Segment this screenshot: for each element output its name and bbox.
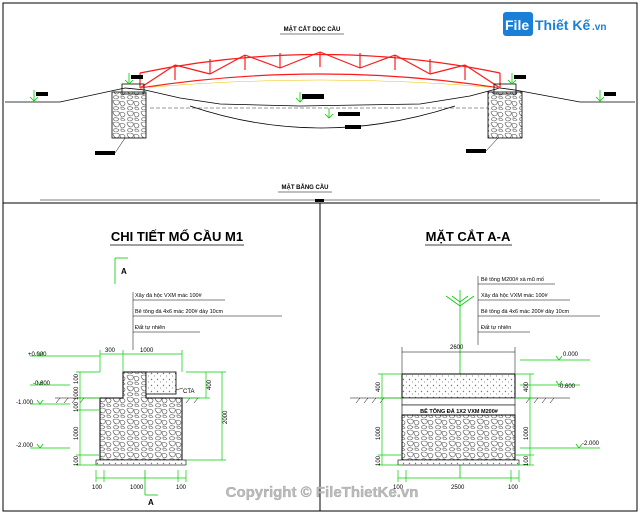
dim-right-1: 2000 xyxy=(223,410,229,424)
dim-r-right-0: 400 xyxy=(524,381,530,392)
dim-right-0: 400 xyxy=(207,379,213,390)
level-1: -0.600 xyxy=(33,381,51,387)
dim-top-width: 2600 xyxy=(450,345,464,351)
left-abutment xyxy=(111,91,147,139)
cap-section xyxy=(401,373,516,399)
note-concrete-r: Bê tông đá 4x6 mác 200# dày 10cm xyxy=(481,309,569,315)
dim-left-2: 100 xyxy=(74,401,80,412)
truss-arch xyxy=(139,51,501,89)
dim-r-bottom-0: 100 xyxy=(393,485,404,491)
right-abutment xyxy=(487,91,523,139)
dim-top-1: 1000 xyxy=(140,348,154,354)
cap-beam xyxy=(145,371,177,395)
note-soil-r: Đất tự nhiên xyxy=(481,325,511,331)
level-r-0: 0.000 xyxy=(563,352,579,358)
dim-r-bottom-1: 2500 xyxy=(451,485,465,491)
cta-label: CTA xyxy=(183,389,195,395)
level-2: -1.000 xyxy=(16,400,34,406)
note-soil: Đất tự nhiên xyxy=(135,325,165,331)
section-mark-top: A xyxy=(121,267,127,276)
dim-bottom-0: 100 xyxy=(92,485,103,491)
level-3: -2.000 xyxy=(16,443,34,449)
abutment-detail: CHI TIẾT MỐ CẦU M1 A A Xây đá hộc VXM má… xyxy=(16,229,282,507)
logo-tld: .vn xyxy=(592,22,606,33)
dim-left-4: 100 xyxy=(74,455,80,466)
dim-bottom-1: 1000 xyxy=(130,485,144,491)
dim-r-left-2: 100 xyxy=(376,455,382,466)
section-title: MẶT CẮT A-A xyxy=(426,229,511,244)
note-cap: Bê tông M200# xà mũ mố xyxy=(481,277,544,283)
dim-bottom-2: 100 xyxy=(176,485,187,491)
note-masonry-r: Xây đá hộc VXM mác 100# xyxy=(481,293,549,299)
dim-r-left-1: 1000 xyxy=(376,426,382,440)
longitudinal-section: MẶT CẮT DỌC CẦU xyxy=(5,25,635,202)
dim-r-right-1: 1000 xyxy=(524,426,530,440)
logo-rest: Thiết Kế xyxy=(535,17,590,33)
longitudinal-title: MẶT CẮT DỌC CẦU xyxy=(284,25,341,33)
dim-r-left-0: 400 xyxy=(376,381,382,392)
masonry-section xyxy=(401,414,516,461)
riverbed-line xyxy=(189,105,456,129)
plan-title: MẶT BẰNG CẦU xyxy=(282,183,329,191)
level-0: +0.000 xyxy=(28,352,47,358)
dim-left-0: 100 xyxy=(74,373,80,384)
dim-r-bottom-2: 100 xyxy=(508,485,519,491)
section-aa: MẶT CẮT A-A Bê tông M200# xà mũ mố Xây đ… xyxy=(350,229,600,491)
level-r-2: -2.000 xyxy=(582,441,600,447)
band-label: BÊ TÔNG ĐÁ 1X2 VXM M200# xyxy=(420,407,498,415)
site-logo: File Thiết Kế .vn xyxy=(503,12,606,36)
section-mark-bottom: A xyxy=(148,498,154,507)
level-r-1: -0.600 xyxy=(558,384,576,390)
dim-left-1: 1000 xyxy=(74,386,80,400)
logo-file: File xyxy=(505,17,529,33)
dim-r-right-2: 100 xyxy=(524,455,530,466)
note-masonry: Xây đá hộc VXM mác 100# xyxy=(135,293,203,299)
ground-line xyxy=(5,87,635,107)
copyright-watermark: Copyright © FileThietKe.vn xyxy=(226,484,419,501)
note-concrete: Bê tông đá 4x6 mác 200# dày 10cm xyxy=(135,309,223,315)
dim-top-0: 300 xyxy=(105,348,116,354)
dim-left-3: 1000 xyxy=(74,426,80,440)
abutment-title: CHI TIẾT MỐ CẦU M1 xyxy=(111,229,243,244)
